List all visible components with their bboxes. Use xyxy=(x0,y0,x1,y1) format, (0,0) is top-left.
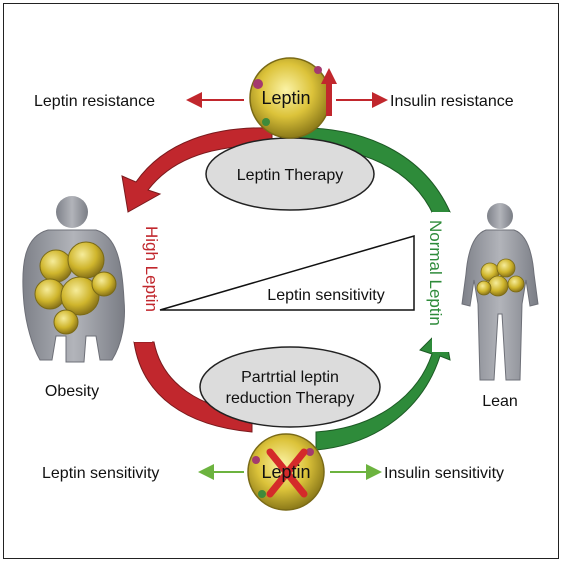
obesity-label: Obesity xyxy=(45,383,99,400)
partial-reduction-therapy-line1: Partrtial leptin xyxy=(241,369,339,386)
obesity-figure-icon xyxy=(22,196,125,363)
high-leptin-label: High Leptin xyxy=(142,226,161,312)
up-arrow-icon xyxy=(321,68,337,116)
bottom-leptin-label: Leptin xyxy=(261,462,310,482)
leptin-resistance-label: Leptin resistance xyxy=(34,93,155,110)
high-leptin-top-arc xyxy=(121,127,273,213)
top-leptin-cell-icon xyxy=(249,57,331,139)
right-side-gap xyxy=(432,212,450,352)
partial-reduction-therapy-line2: reduction Therapy xyxy=(226,390,355,407)
left-side-gap xyxy=(134,212,152,342)
leptin-sensitivity-wedge xyxy=(159,235,415,311)
diagram-frame: High Leptin Normal Leptin Leptin Therapy… xyxy=(3,3,559,559)
normal-leptin-label: Normal Leptin xyxy=(426,220,445,326)
leptin-sensitivity-effect-label: Leptin sensitivity xyxy=(42,465,159,482)
red-x-icon xyxy=(266,448,308,498)
insulin-resistance-label: Insulin resistance xyxy=(390,93,514,110)
leptin-diagram: High Leptin Normal Leptin Leptin Therapy… xyxy=(22,57,539,511)
lean-label: Lean xyxy=(482,393,518,410)
leptin-therapy-label: Leptin Therapy xyxy=(237,167,343,184)
partial-reduction-therapy-ellipse xyxy=(199,346,381,428)
leptin-sensitivity-wedge-label: Leptin sensitivity xyxy=(267,287,384,304)
insulin-sensitivity-effect-label: Insulin sensitivity xyxy=(384,465,504,482)
top-leptin-label: Leptin xyxy=(261,88,310,108)
lean-figure-icon xyxy=(461,203,539,381)
